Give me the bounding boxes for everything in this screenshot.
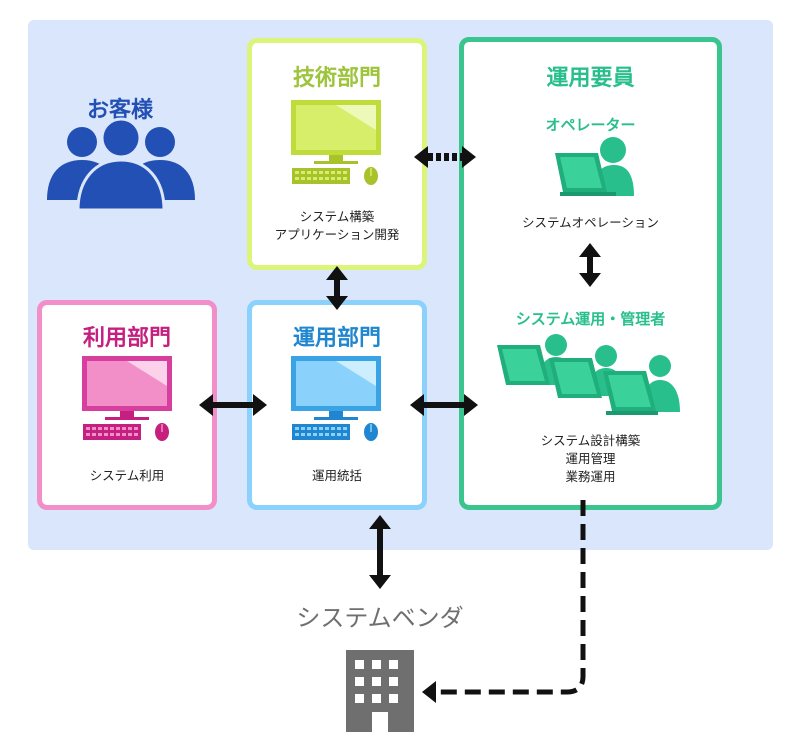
user-dept-desc: システム利用 <box>89 468 165 483</box>
admin-desc-line2: 運用管理 <box>565 451 616 466</box>
vendor-title: システムベンダ <box>296 604 464 632</box>
operator-desc: システムオペレーション <box>522 215 659 230</box>
admin-title: システム運用・管理者 <box>515 310 666 328</box>
admin-desc-line3: 業務運用 <box>565 469 616 484</box>
ops-dept-desc: 運用統括 <box>311 468 362 483</box>
customer-title: お客様 <box>86 98 153 123</box>
operator-title: オペレーター <box>545 116 636 134</box>
user-dept-title: 利用部門 <box>82 326 171 351</box>
ops-staff-title: 運用要員 <box>546 66 635 91</box>
tech-dept-desc-line1: システム構築 <box>299 209 375 224</box>
tech-dept-desc-line2: アプリケーション開発 <box>274 227 400 242</box>
tech-dept-title: 技術部門 <box>292 66 381 91</box>
ops-dept-title: 運用部門 <box>292 326 381 351</box>
admin-desc-line1: システム設計構築 <box>540 433 641 448</box>
